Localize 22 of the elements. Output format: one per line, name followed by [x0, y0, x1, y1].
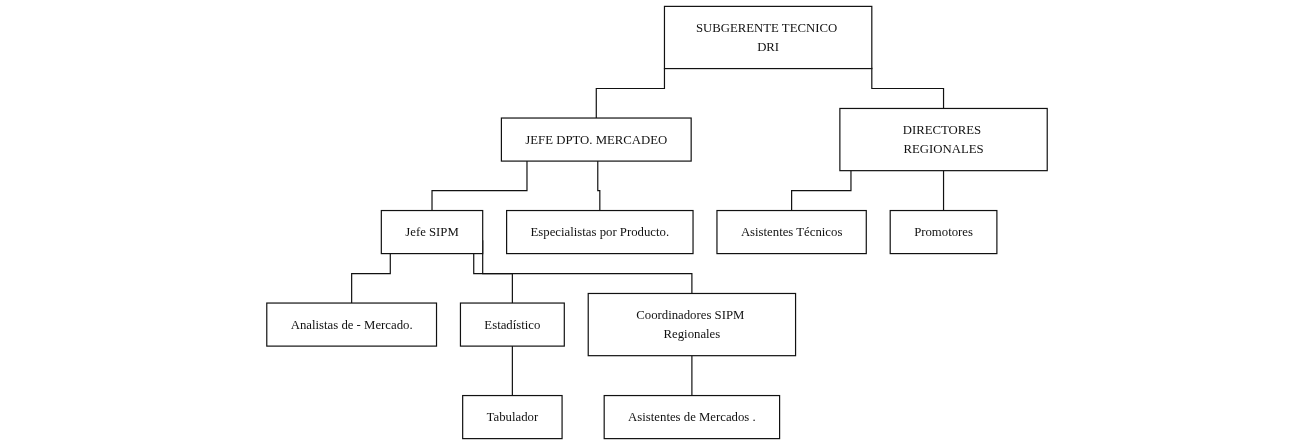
connector — [511, 345, 513, 397]
node-box: Asistentes Técnicos — [716, 209, 867, 255]
connector — [595, 67, 666, 119]
node-box: Estadístico — [459, 302, 565, 347]
connector — [597, 160, 601, 212]
node-box: Promotores — [889, 209, 998, 255]
connector — [431, 160, 528, 212]
node-box: Tabulador — [462, 394, 563, 440]
node-box: Analistas de - Mercado. — [266, 302, 438, 347]
connector — [691, 355, 693, 397]
node-box: Asistentes de Mercados . — [603, 394, 781, 440]
node-box: JEFE DPTO. MERCADEO — [500, 117, 692, 162]
connector — [473, 253, 513, 304]
node-box: Coordinadores SIPM Regionales — [587, 292, 797, 357]
connector — [871, 67, 945, 110]
node-box: Especialistas por Producto. — [506, 209, 694, 255]
connector — [351, 253, 391, 304]
connector — [791, 170, 852, 212]
connector — [942, 170, 945, 212]
node-box: DIRECTORES REGIONALES — [839, 107, 1048, 172]
node-box: Jefe SIPM — [380, 209, 484, 255]
node-box: SUBGERENTE TECNICO DRI — [663, 5, 873, 70]
